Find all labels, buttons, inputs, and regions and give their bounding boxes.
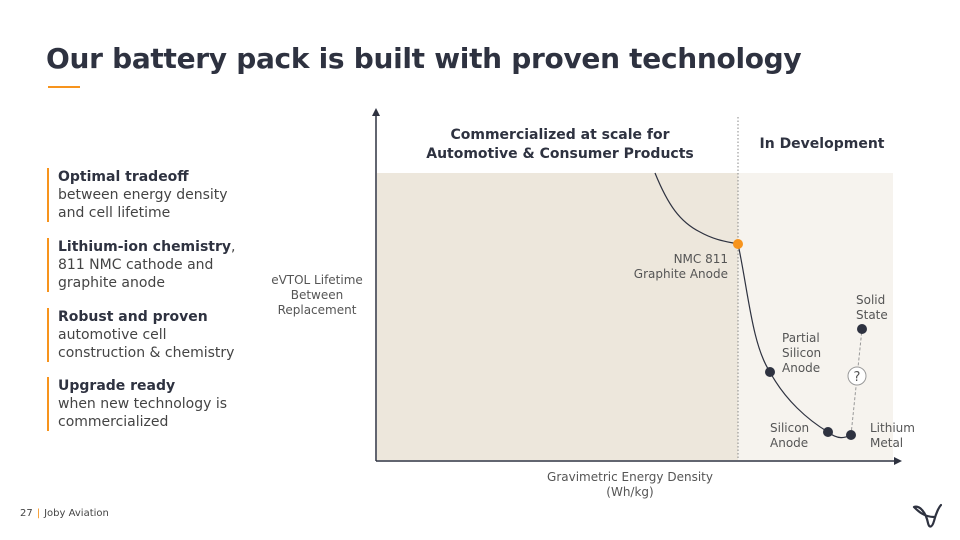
commercialized-region	[377, 173, 738, 460]
bullet-upgrade-ready: Upgrade ready when new technology is com…	[47, 377, 237, 431]
bullet-body: when new technology is commercialized	[58, 396, 228, 430]
footer: 27|Joby Aviation	[20, 508, 109, 519]
bullet-lithium-ion: Lithium-ion chemistry, 811 NMC cathode a…	[47, 238, 237, 292]
region-left-heading: Commercialized at scale for Automotive &…	[426, 127, 694, 162]
bullet-heading: Lithium-ion chemistry	[58, 239, 232, 255]
nmc-label: NMC 811 Graphite Anode	[633, 252, 728, 281]
region-right-heading: In Development	[759, 136, 885, 152]
page-title: Our battery pack is built with proven te…	[46, 42, 802, 75]
x-axis-arrow-icon	[894, 457, 902, 465]
title-underline	[48, 86, 80, 88]
x-axis-label: Gravimetric Energy Density (Wh/kg)	[547, 470, 713, 499]
bullet-robust: Robust and proven automotive cell constr…	[47, 308, 247, 362]
solid-state-dashed-line	[850, 328, 863, 436]
y-axis-label: eVTOL Lifetime Between Replacement	[271, 273, 363, 317]
unknown-mark: ?	[854, 370, 861, 385]
solid-state-label: Solid State	[856, 293, 888, 322]
bullet-heading: Robust and proven	[58, 309, 208, 325]
unknown-circle	[847, 366, 867, 386]
y-axis-arrow-icon	[372, 108, 380, 116]
page-number: 27	[20, 508, 33, 519]
bullet-body: between energy density and cell lifetime	[58, 187, 228, 221]
silicon-label: Silicon Anode	[770, 421, 810, 450]
lithium-metal-point	[846, 430, 856, 440]
bullet-optimal-tradeoff: Optimal tradeoff between energy density …	[47, 168, 247, 222]
silicon-point	[823, 427, 833, 437]
partial-silicon-point	[765, 367, 775, 377]
footer-separator: |	[36, 508, 41, 519]
joby-logo-icon	[912, 503, 942, 528]
nmc-point	[733, 239, 743, 249]
bullet-body: automotive cell construction & chemistry	[58, 327, 235, 361]
company-name: Joby Aviation	[44, 508, 109, 519]
solid-state-point	[857, 324, 867, 334]
bullet-suffix: ,	[231, 239, 236, 255]
development-region	[738, 173, 893, 460]
lithium-metal-label: Lithium Metal	[870, 421, 915, 450]
partial-silicon-label: Partial Silicon Anode	[782, 331, 822, 375]
bullet-heading: Optimal tradeoff	[58, 169, 189, 185]
bullet-heading: Upgrade ready	[58, 378, 176, 394]
bullet-body: 811 NMC cathode and graphite anode	[58, 257, 214, 291]
